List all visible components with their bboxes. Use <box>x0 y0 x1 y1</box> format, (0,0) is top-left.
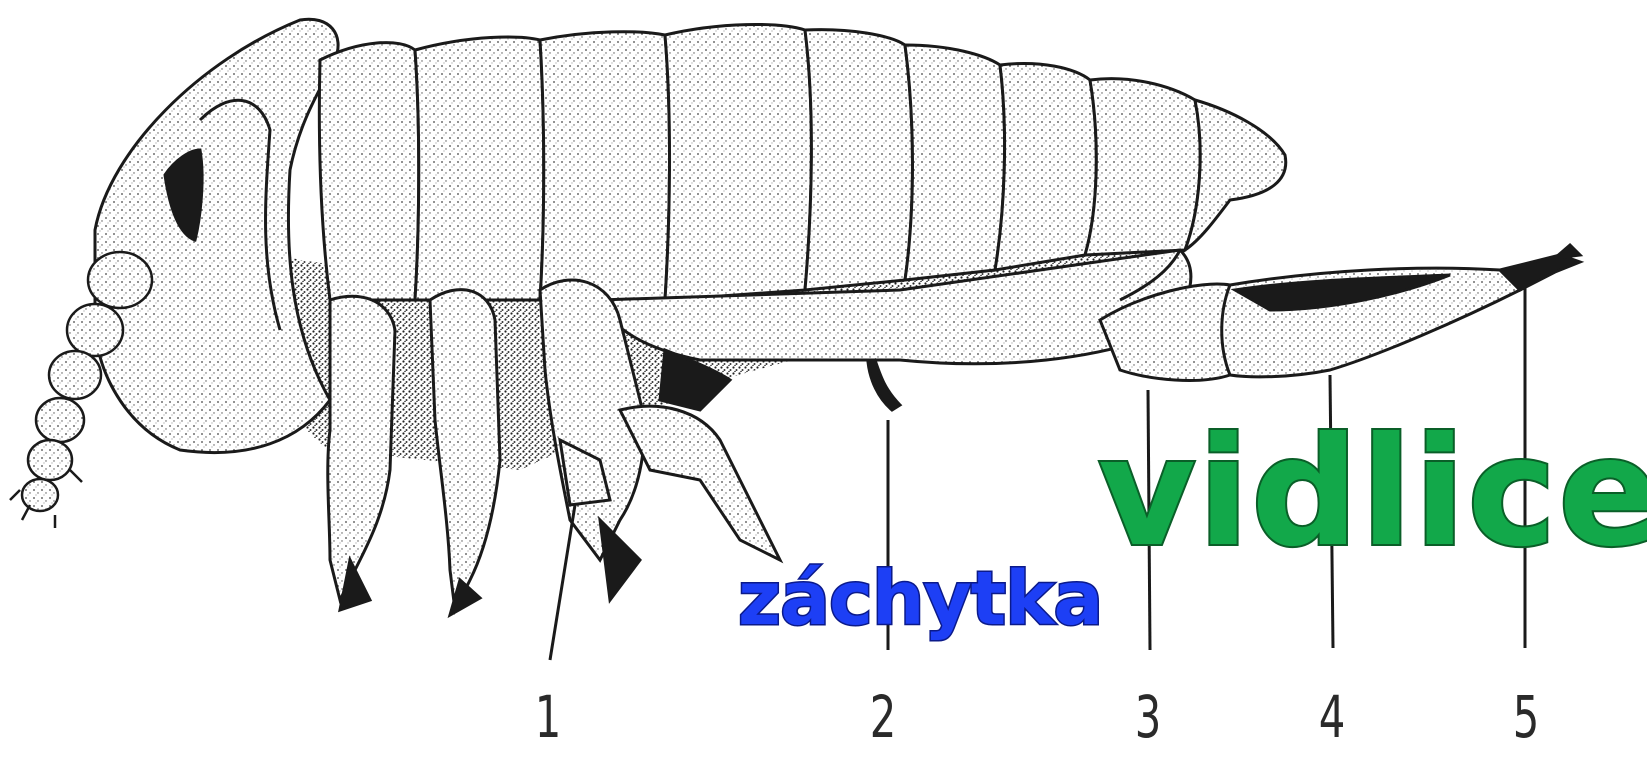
callout-number-2: 2 <box>861 688 904 746</box>
label-zachytka: záchytka <box>738 562 1102 636</box>
callout-number-3: 3 <box>1126 688 1169 746</box>
label-vidlice: vidlice <box>1098 418 1647 568</box>
retinaculum <box>868 360 900 410</box>
callout-number-1: 1 <box>526 688 569 746</box>
callout-number-5: 5 <box>1504 688 1547 746</box>
head <box>95 19 338 452</box>
callout-number-4: 4 <box>1310 688 1353 746</box>
